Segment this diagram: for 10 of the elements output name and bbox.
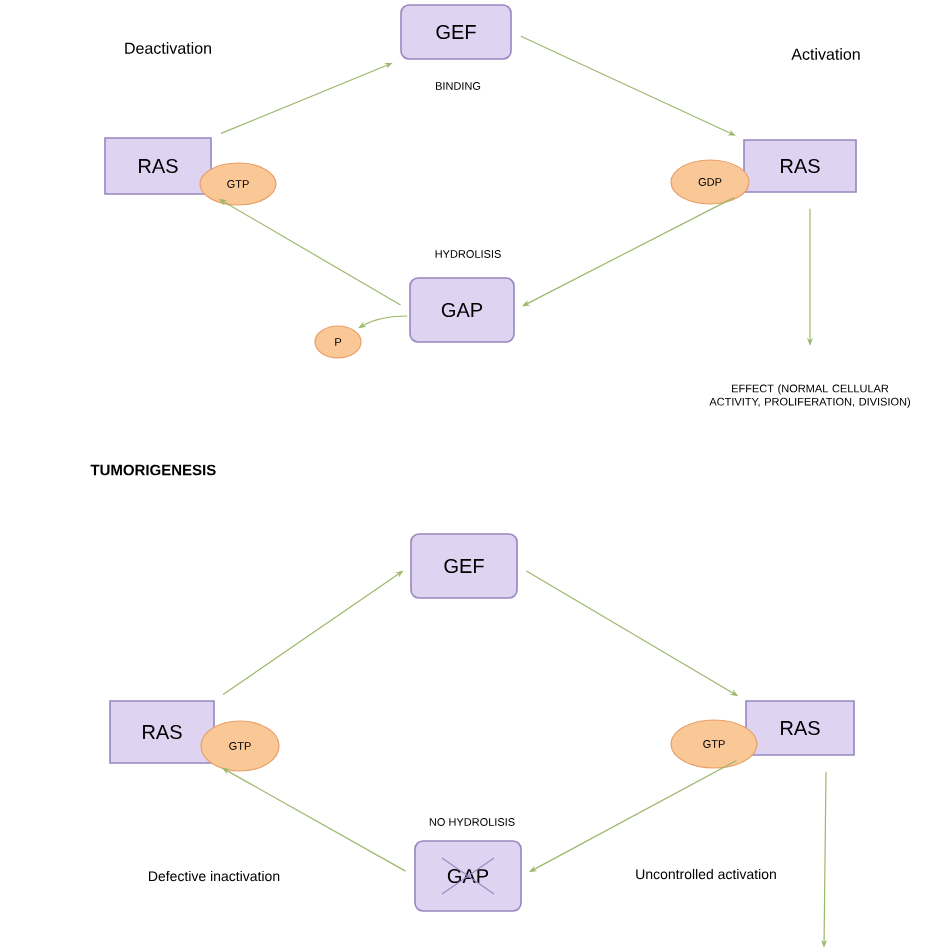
process-box: RAS <box>743 139 857 193</box>
text-label: Activation <box>791 48 860 60</box>
process-box: GAP <box>409 277 515 343</box>
process-box: GEF <box>400 4 512 60</box>
process-box: GEF <box>410 533 518 599</box>
crossed-out-box: GAP <box>414 840 522 912</box>
process-box: RAS <box>109 700 215 764</box>
process-box: RAS <box>104 137 212 195</box>
process-box: RAS <box>745 700 855 756</box>
text-label: Deactivation <box>125 42 211 54</box>
